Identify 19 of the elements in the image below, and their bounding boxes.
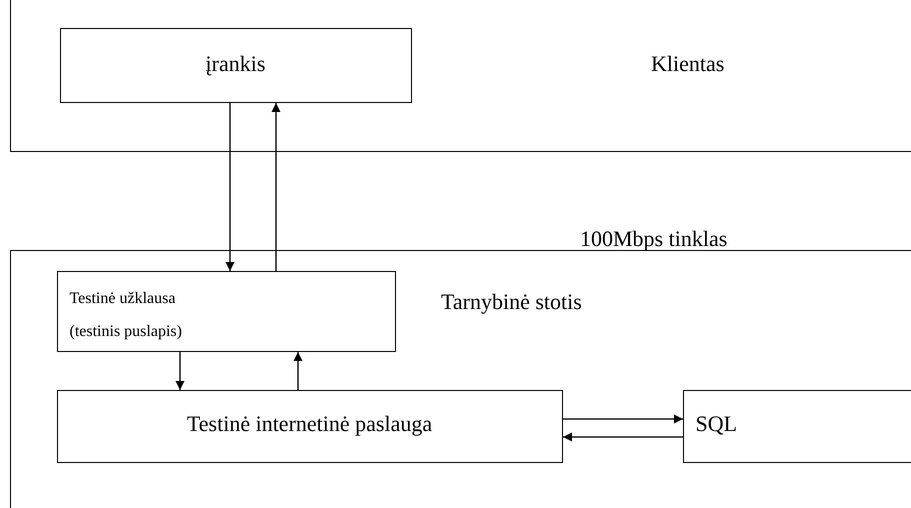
- container-box: [10, 250, 911, 508]
- process-box: [56, 390, 562, 462]
- box-label: Testinė užklausa (testinis puslapis): [70, 288, 183, 342]
- network-label: 100Mbps tinklas: [580, 226, 728, 252]
- process-box: [60, 28, 412, 102]
- arrow: [176, 352, 184, 390]
- arrow: [563, 414, 683, 424]
- box-label: Testinė internetinė paslauga: [186, 410, 434, 436]
- arrow: [272, 103, 280, 271]
- arrow: [294, 352, 302, 390]
- container-box: [10, 0, 911, 152]
- box-label: įrankis: [204, 50, 266, 76]
- arrow: [226, 103, 234, 271]
- arrow: [563, 432, 683, 442]
- process-box: [56, 270, 396, 352]
- process-box: [682, 390, 911, 462]
- group-heading: Klientas: [651, 51, 724, 77]
- box-label: SQL: [696, 410, 738, 436]
- group-heading: Tarnybinė stotis: [441, 289, 582, 315]
